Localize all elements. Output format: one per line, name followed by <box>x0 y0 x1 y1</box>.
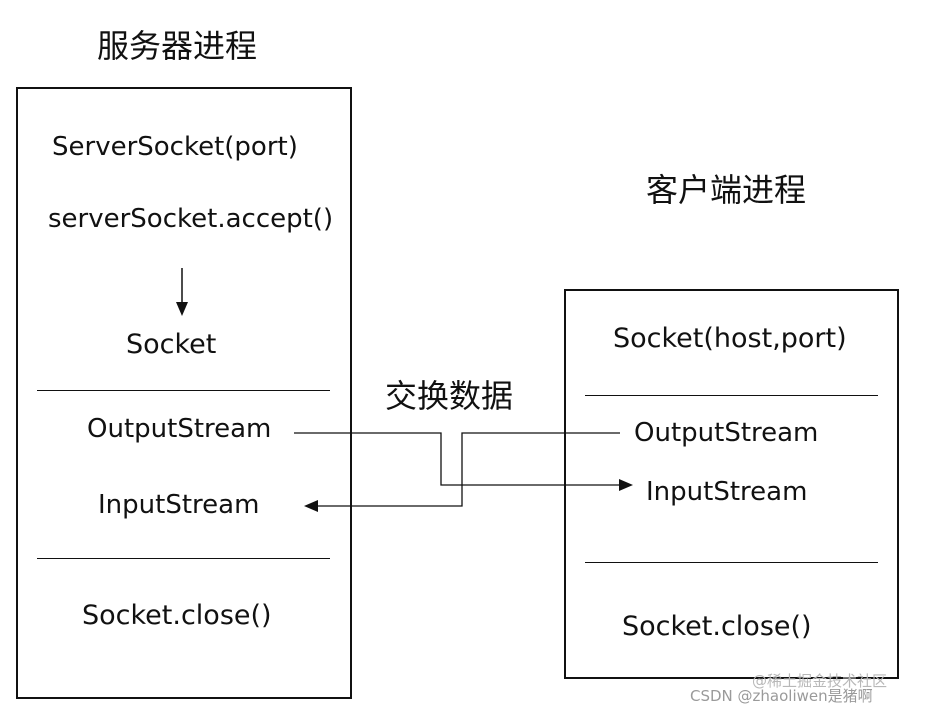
server-process-box <box>16 87 352 699</box>
server-accept-call: serverSocket.accept() <box>48 204 334 234</box>
server-process-title: 服务器进程 <box>97 27 258 65</box>
server-output-stream: OutputStream <box>87 414 272 444</box>
client-socket-close: Socket.close() <box>622 611 812 642</box>
server-divider-bottom <box>37 558 330 559</box>
server-divider-top <box>37 390 330 391</box>
server-socket-close: Socket.close() <box>82 600 272 631</box>
client-process-box <box>564 289 899 679</box>
client-socket-constructor: Socket(host,port) <box>613 323 847 354</box>
server-socket-label: Socket <box>126 329 217 360</box>
client-process-title: 客户端进程 <box>646 171 807 209</box>
server-input-stream: InputStream <box>98 490 260 520</box>
client-output-stream: OutputStream <box>634 418 819 448</box>
client-divider-bottom <box>585 562 878 563</box>
exchange-data-label: 交换数据 <box>385 377 514 415</box>
client-input-stream: InputStream <box>646 477 808 507</box>
platform-watermark: @稀土掘金技术社区 <box>752 672 888 690</box>
server-socket-constructor: ServerSocket(port) <box>52 132 298 162</box>
client-to-server-stream-arrow <box>304 432 620 512</box>
csdn-watermark: CSDN @zhaoliwen是猪啊 <box>690 687 873 705</box>
accept-to-socket-arrow <box>176 268 188 316</box>
server-to-client-stream-arrow <box>294 432 633 491</box>
client-divider-top <box>585 395 878 396</box>
